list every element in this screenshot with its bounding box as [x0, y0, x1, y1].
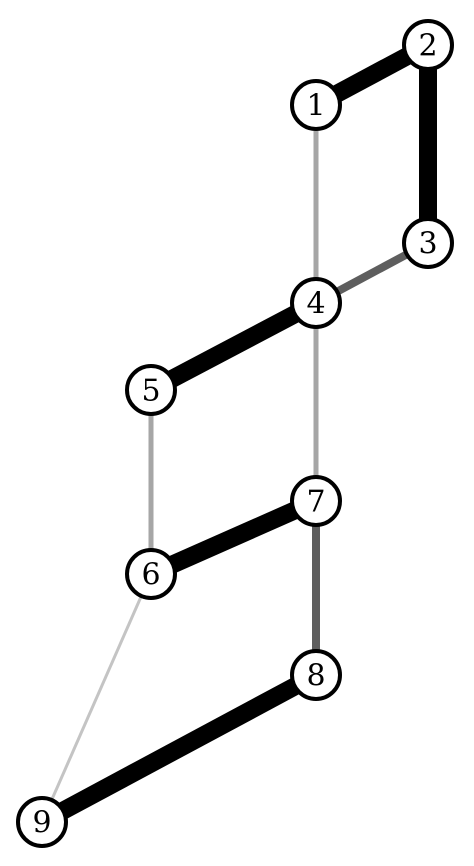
node-label: 8 — [306, 659, 325, 694]
node-8: 8 — [290, 649, 342, 701]
node-1: 1 — [290, 79, 342, 131]
node-circle — [402, 19, 454, 71]
edge-6-9 — [40, 573, 153, 823]
node-circle — [125, 364, 177, 416]
node-circle — [125, 548, 177, 600]
node-label: 7 — [306, 485, 325, 520]
node-6: 6 — [125, 548, 177, 600]
edge-8-9 — [37, 667, 321, 830]
node-circle — [290, 649, 342, 701]
node-circle — [290, 475, 342, 527]
node-label: 3 — [418, 227, 437, 262]
edge-4-5 — [146, 295, 321, 398]
node-label: 1 — [306, 89, 325, 124]
node-label: 5 — [141, 374, 160, 409]
node-label: 4 — [306, 287, 325, 322]
node-label: 6 — [141, 558, 160, 593]
edges-layer — [37, 37, 437, 830]
nodes-layer: 1 2 3 4 5 6 7 8 9 — [16, 19, 454, 848]
node-circle — [290, 79, 342, 131]
node-5: 5 — [125, 364, 177, 416]
node-3: 3 — [402, 217, 454, 269]
node-circle — [290, 277, 342, 329]
node-circle — [402, 217, 454, 269]
node-2: 2 — [402, 19, 454, 71]
node-4: 4 — [290, 277, 342, 329]
node-label: 2 — [418, 29, 437, 64]
node-label: 9 — [32, 806, 51, 841]
node-7: 7 — [290, 475, 342, 527]
node-circle — [16, 796, 68, 848]
edge-6-7 — [147, 492, 320, 583]
node-9: 9 — [16, 796, 68, 848]
